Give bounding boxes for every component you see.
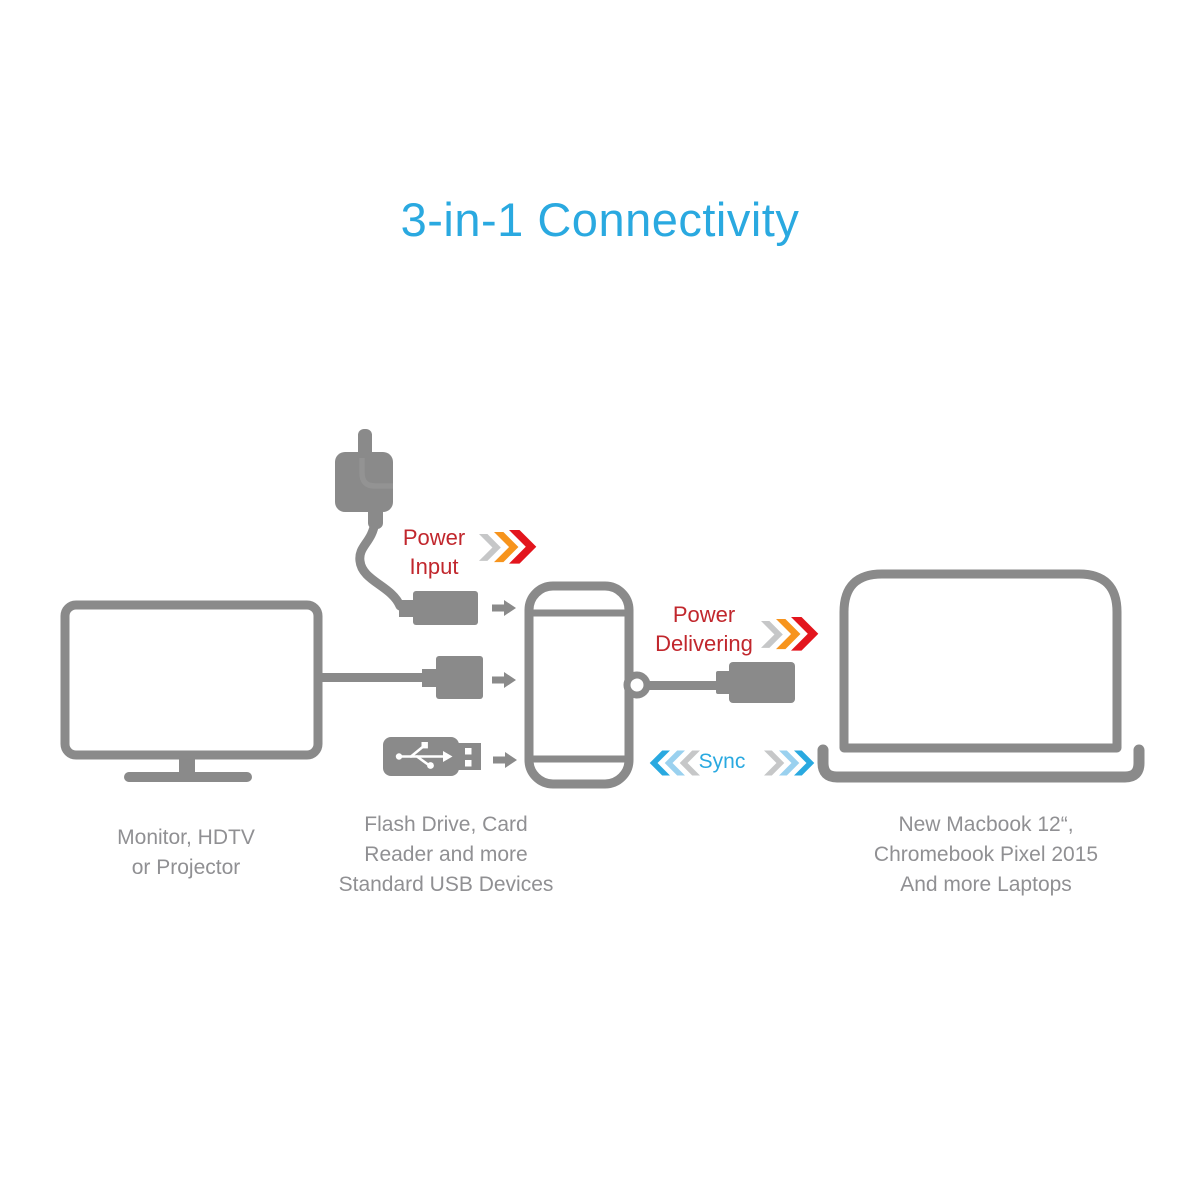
power-connector-body	[413, 591, 478, 625]
monitor-caption-line2: or Projector	[131, 856, 241, 879]
monitor-stand-post	[179, 755, 195, 775]
right-arrow-icon	[492, 672, 516, 688]
laptop-caption-line3: And more Laptops	[900, 873, 1072, 896]
laptop-icon	[817, 569, 1145, 783]
monitor-screen	[60, 600, 323, 760]
power-input-line2: Input	[409, 554, 459, 579]
laptop-connector-body	[729, 662, 795, 703]
monitor-connector-neck	[422, 669, 438, 687]
sync-label: Sync	[698, 750, 746, 773]
laptop-base	[817, 744, 1145, 783]
laptop-caption-line2: Chromebook Pixel 2015	[873, 843, 1099, 866]
flash-drive-plug-hole-top	[465, 748, 472, 755]
page-title: 3-in-1 Connectivity	[400, 193, 800, 246]
laptop-caption: New Macbook 12“, Chromebook Pixel 2015 A…	[836, 810, 1136, 900]
power-delivering-label: Power Delivering	[604, 600, 804, 658]
usb-c-hub-icon	[524, 581, 795, 789]
usb-trident-icon	[395, 742, 453, 769]
laptop-screen	[839, 569, 1122, 753]
hub-cable-ring	[623, 671, 651, 699]
usb-flash-drive-icon	[383, 737, 481, 776]
flash-drive-plug	[458, 743, 481, 770]
power-input-line1: Power	[402, 525, 466, 550]
usb-caption-line2: Reader and more	[364, 843, 528, 866]
power-connector-neck	[399, 600, 415, 617]
power-input-label: Power Input	[334, 523, 534, 581]
power-delivering-line1: Power	[672, 602, 736, 627]
flash-drive-plug-hole-bottom	[465, 760, 472, 767]
monitor-stand-base	[124, 772, 252, 782]
right-arrow-icon	[493, 752, 517, 768]
usb-caption-line1: Flash Drive, Card	[364, 813, 528, 836]
adapter-highlight	[359, 458, 393, 489]
right-arrow-icon	[492, 600, 516, 616]
monitor-caption-line1: Monitor, HDTV	[117, 826, 255, 849]
power-adapter-icon	[335, 429, 478, 625]
hub-laptop-cable	[640, 681, 720, 690]
monitor-icon	[60, 600, 483, 782]
monitor-connector-body	[436, 656, 483, 699]
laptop-connector-neck	[716, 671, 732, 694]
usb-caption-line3: Standard USB Devices	[338, 873, 554, 896]
adapter-cable	[355, 517, 405, 611]
power-delivering-line2: Delivering	[655, 631, 753, 656]
monitor-caption: Monitor, HDTV or Projector	[36, 823, 336, 883]
usb-devices-caption: Flash Drive, Card Reader and more Standa…	[296, 810, 596, 900]
monitor-cable	[314, 673, 426, 682]
laptop-caption-line1: New Macbook 12“,	[898, 813, 1074, 836]
